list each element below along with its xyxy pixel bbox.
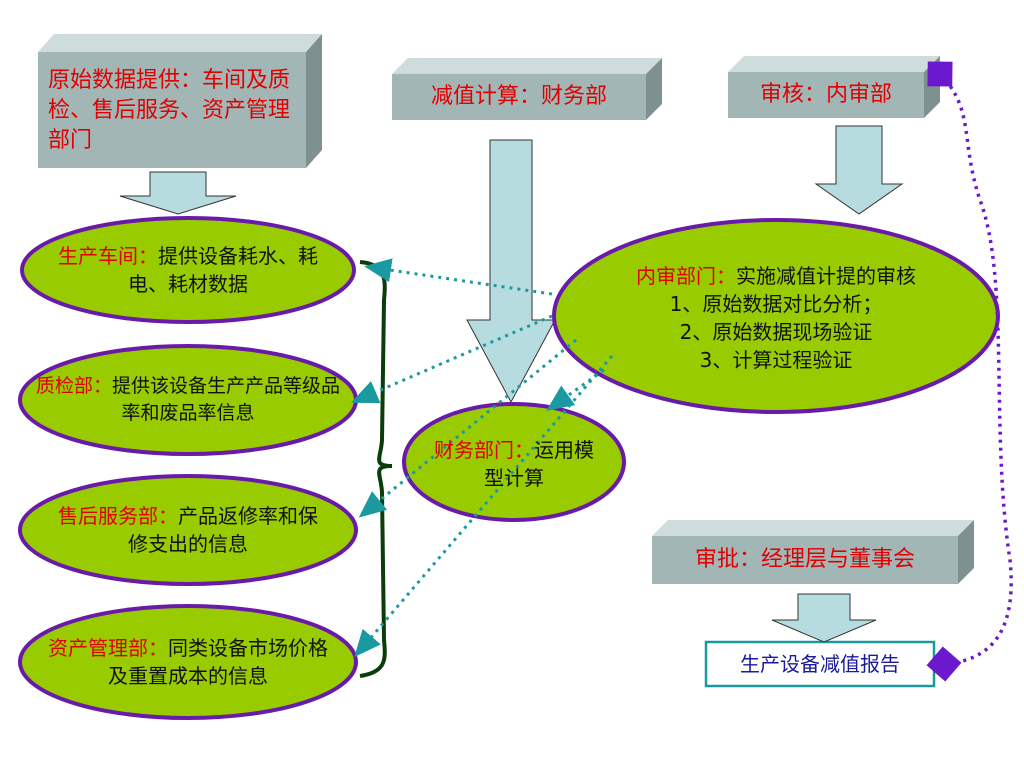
workshop-text: 提供设备耗水、耗电、耗材数据 xyxy=(128,244,318,296)
finance-title: 财务部门： xyxy=(434,438,534,462)
finance-text: 运用模型计算 xyxy=(484,438,594,490)
workshop-label: 生产车间：提供设备耗水、耗电、耗材数据 xyxy=(52,232,324,308)
asset-mgmt-text: 同类设备市场价格及重置成本的信息 xyxy=(108,636,328,688)
dotted-link-workshop xyxy=(364,258,553,296)
internal-audit-label: 内审部门：实施减值计提的审核 1、原始数据对比分析； 2、原始数据现场验证 3、… xyxy=(580,250,972,386)
asset-mgmt-title: 资产管理部： xyxy=(48,636,168,660)
dotted-link-finance xyxy=(546,368,605,411)
internal-audit-step-2: 2、原始数据现场验证 xyxy=(679,320,873,344)
dotted-link-quality xyxy=(350,314,553,404)
audit-box xyxy=(728,56,940,118)
dotted-link-audit-report xyxy=(926,61,1013,682)
down-arrow-raw-data xyxy=(119,171,237,215)
finance-label: 财务部门：运用模型计算 xyxy=(432,428,596,500)
impairment-calc-box xyxy=(392,58,662,120)
internal-audit-text: 实施减值计提的审核 xyxy=(736,264,916,288)
internal-audit-title: 内审部门： xyxy=(636,264,736,288)
grouping-brace xyxy=(359,260,393,678)
impairment-calc-label: 减值计算：财务部 xyxy=(430,84,607,109)
quality-label: 质检部：提供该设备生产产品等级品率和废品率信息 xyxy=(30,360,346,440)
quality-title: 质检部： xyxy=(35,375,112,397)
internal-audit-step-3: 3、计算过程验证 xyxy=(699,348,853,372)
internal-audit-node xyxy=(552,218,1000,414)
raw-data-box xyxy=(38,34,322,168)
after-sales-label: 售后服务部：产品返修率和保修支出的信息 xyxy=(52,492,324,568)
after-sales-title: 售后服务部： xyxy=(58,504,178,528)
approval-box xyxy=(652,520,974,584)
workshop-title: 生产车间： xyxy=(58,244,158,268)
raw-data-label: 原始数据提供：车间及质检、售后服务、资产管理部门 xyxy=(48,68,291,153)
internal-audit-step-1: 1、原始数据对比分析； xyxy=(669,292,883,316)
down-arrow-approval xyxy=(771,593,877,643)
asset-mgmt-node xyxy=(18,604,358,720)
after-sales-text: 产品返修率和保修支出的信息 xyxy=(128,504,318,556)
approval-label: 审批：经理层与董事会 xyxy=(694,547,915,572)
after-sales-node xyxy=(18,474,358,586)
report-label: 生产设备减值报告 xyxy=(740,652,900,676)
asset-mgmt-label: 资产管理部：同类设备市场价格及重置成本的信息 xyxy=(40,622,336,702)
down-arrow-finance xyxy=(466,139,556,404)
quality-text: 提供该设备生产产品等级品率和废品率信息 xyxy=(112,375,341,424)
down-arrow-audit xyxy=(814,125,904,215)
audit-label: 审核：内审部 xyxy=(759,82,892,107)
workshop-node xyxy=(20,216,356,324)
finance-node xyxy=(402,402,626,522)
